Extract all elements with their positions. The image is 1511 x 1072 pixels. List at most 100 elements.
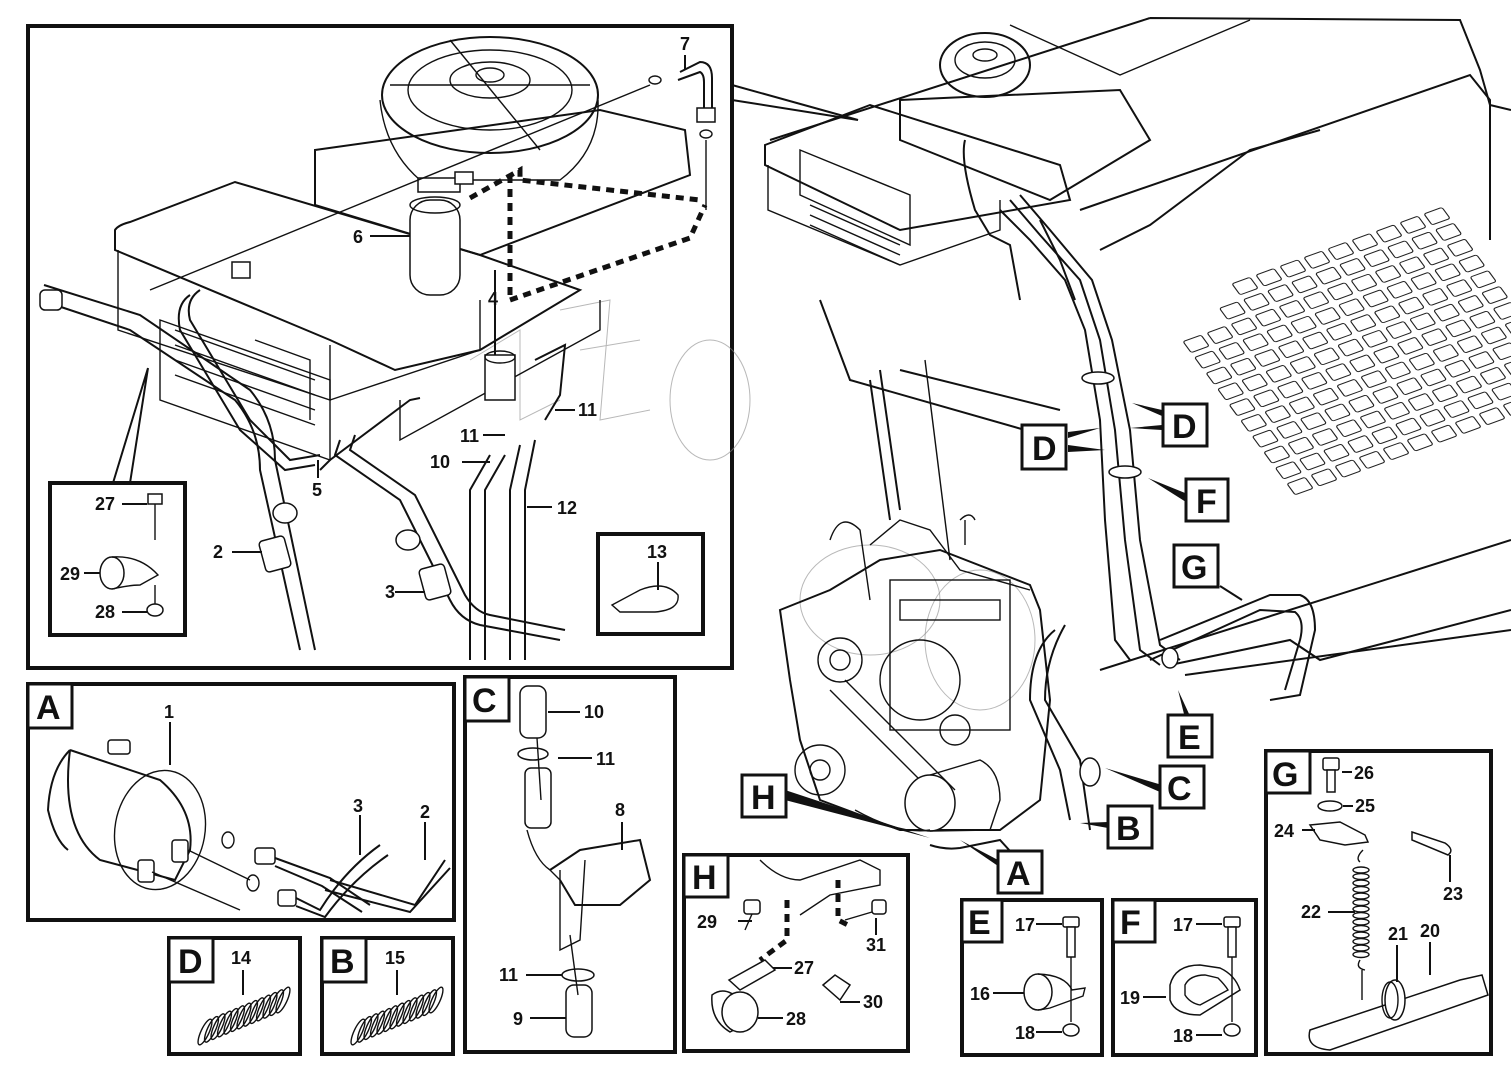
ref-label-D[interactable] xyxy=(1161,402,1209,448)
grille-cell xyxy=(1373,345,1400,364)
grille-cell xyxy=(1409,312,1436,331)
grille-cell xyxy=(1371,426,1398,444)
panel-B-label-box xyxy=(320,936,368,984)
panel-D-letter: D xyxy=(178,943,203,981)
engine xyxy=(778,514,1101,863)
grille-cell xyxy=(1264,445,1290,464)
grille-cell xyxy=(1277,380,1304,399)
grille-cell xyxy=(1375,265,1401,283)
panel-A-frame xyxy=(26,682,456,922)
grille-cell xyxy=(1470,270,1497,289)
throttle-linkage xyxy=(1308,757,1489,1051)
grille-cell xyxy=(1265,405,1291,423)
grille-cell xyxy=(1431,424,1457,443)
grille-cell xyxy=(1243,293,1270,311)
grille-cell xyxy=(1443,400,1470,418)
grille-cell xyxy=(1265,365,1292,383)
grille-cell xyxy=(1350,314,1377,332)
ref-label-A-text: A xyxy=(1006,855,1031,893)
grille-cell xyxy=(1468,351,1495,369)
ref-label-A[interactable] xyxy=(996,849,1044,895)
grille-cell xyxy=(1447,239,1473,257)
coil-ring xyxy=(389,1002,405,1030)
panel-G-callout-20: 20 xyxy=(1420,921,1440,941)
main-detail-view: 7 6 4 5 2 3 10 11 11 12 27 29 28 xyxy=(26,24,1036,711)
detail-panel-A: A 1 3 2 xyxy=(26,682,456,922)
panel-G-callout-22: 22 xyxy=(1301,902,1321,922)
grille-cell xyxy=(1254,349,1281,367)
grille-cell xyxy=(1325,363,1352,381)
grille-cell xyxy=(1410,272,1437,290)
callout-2: 2 xyxy=(213,542,223,562)
grille-cell xyxy=(1289,356,1316,374)
grille-cell xyxy=(1351,273,1377,292)
grille-cell xyxy=(1242,333,1269,351)
panel-G-callout-21: 21 xyxy=(1388,924,1408,944)
grille-cell xyxy=(1457,295,1484,313)
ref-label-B[interactable] xyxy=(1106,804,1154,850)
grille-cell xyxy=(1384,402,1410,420)
coil-ring xyxy=(382,1005,399,1033)
panel-G-callout-25: 25 xyxy=(1355,796,1375,816)
grille-cell xyxy=(1311,468,1337,487)
ref-label-D-text: D xyxy=(1032,430,1057,468)
coil-ring xyxy=(242,999,259,1027)
grille-cell xyxy=(1348,394,1375,413)
spring-coil xyxy=(1352,885,1370,894)
coil-ring xyxy=(402,997,418,1025)
panel-E-letter: E xyxy=(968,904,991,942)
grille-cell xyxy=(1457,335,1483,353)
ref-label-G[interactable] xyxy=(1172,543,1220,589)
coil-ring xyxy=(408,994,425,1022)
coil-ring xyxy=(236,1002,252,1030)
grille-cell xyxy=(1420,368,1447,387)
panel-D-callout-14: 14 xyxy=(231,948,251,968)
ref-label-C[interactable] xyxy=(1158,764,1206,810)
grille-cell xyxy=(1423,247,1449,266)
coil-ring xyxy=(262,991,278,1019)
ref-label-F[interactable] xyxy=(1184,477,1230,523)
ref-label-H[interactable] xyxy=(740,773,788,819)
grille-cell xyxy=(1279,300,1305,318)
grille-cell xyxy=(1479,407,1505,425)
panel-C-callout-8: 8 xyxy=(615,800,625,820)
grille-cell xyxy=(1337,379,1363,397)
reference-callouts: D D F G E C B xyxy=(740,402,1243,895)
coil-ring xyxy=(229,1005,246,1033)
grille-cell xyxy=(1387,240,1414,259)
grille-cell xyxy=(1241,373,1268,392)
ref-label-E[interactable] xyxy=(1166,713,1214,759)
ref-label-D[interactable] xyxy=(1020,423,1068,471)
spring-coil xyxy=(1352,944,1370,952)
grille-cell xyxy=(1362,289,1389,308)
panel-G-label-box xyxy=(1264,749,1312,795)
fitting xyxy=(149,60,716,291)
grille-cell xyxy=(1232,277,1258,295)
panel-H-frame xyxy=(682,853,910,1053)
callout-11: 11 xyxy=(578,400,597,420)
condenser-fan xyxy=(379,36,599,181)
panel-B-frame xyxy=(320,936,455,1056)
grille-cell xyxy=(1218,342,1245,360)
cable-tie-inset-frame xyxy=(596,532,705,636)
grille-cell xyxy=(1432,384,1458,402)
callout-10: 10 xyxy=(430,452,450,472)
grille-cell xyxy=(1360,410,1386,429)
grille-cell xyxy=(1409,352,1435,371)
callout-27: 27 xyxy=(95,494,115,514)
grille-cell xyxy=(1363,249,1390,267)
panel-F-callout-19: 19 xyxy=(1120,988,1140,1008)
grille-cell xyxy=(1372,386,1399,404)
grille-cell xyxy=(1407,433,1433,452)
grille-cell xyxy=(1433,344,1459,362)
coil-ring xyxy=(223,1007,239,1035)
receiver-drier xyxy=(409,171,474,296)
panel-E-callout-18: 18 xyxy=(1015,1023,1035,1043)
grille-cell xyxy=(1374,305,1401,324)
grille-cell xyxy=(1252,429,1279,448)
grille-cell xyxy=(1398,296,1425,315)
grille-cell xyxy=(1302,331,1329,350)
coil-ring xyxy=(415,991,431,1019)
grille-cell xyxy=(1278,340,1305,358)
grille-cell xyxy=(1411,231,1438,250)
